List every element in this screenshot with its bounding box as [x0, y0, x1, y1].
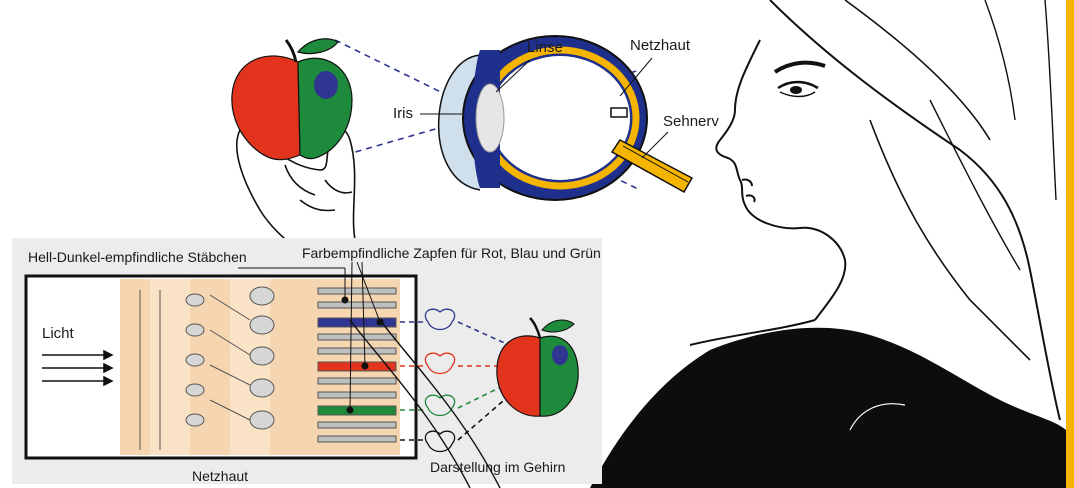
- label-zapfen: Farbempfindliche Zapfen für Rot, Blau un…: [302, 245, 601, 261]
- cone-cell-green: [318, 406, 396, 415]
- label-netzhaut-eye: Netzhaut: [630, 37, 691, 54]
- label-iris: Iris: [393, 105, 413, 122]
- apple-blue-spot: [314, 71, 338, 99]
- label-darstellung: Darstellung im Gehirn: [430, 459, 565, 475]
- eye-icon: [439, 36, 692, 200]
- border-strip: [1066, 0, 1074, 488]
- apple-icon: [232, 39, 352, 160]
- label-staebchen: Hell-Dunkel-empfindliche Stäbchen: [28, 249, 247, 265]
- label-sehnerv: Sehnerv: [663, 113, 719, 130]
- label-netzhaut-bottom: Netzhaut: [192, 468, 248, 484]
- label-linse: Linse: [527, 39, 563, 56]
- woman-profile: [590, 0, 1066, 488]
- label-licht: Licht: [42, 325, 75, 342]
